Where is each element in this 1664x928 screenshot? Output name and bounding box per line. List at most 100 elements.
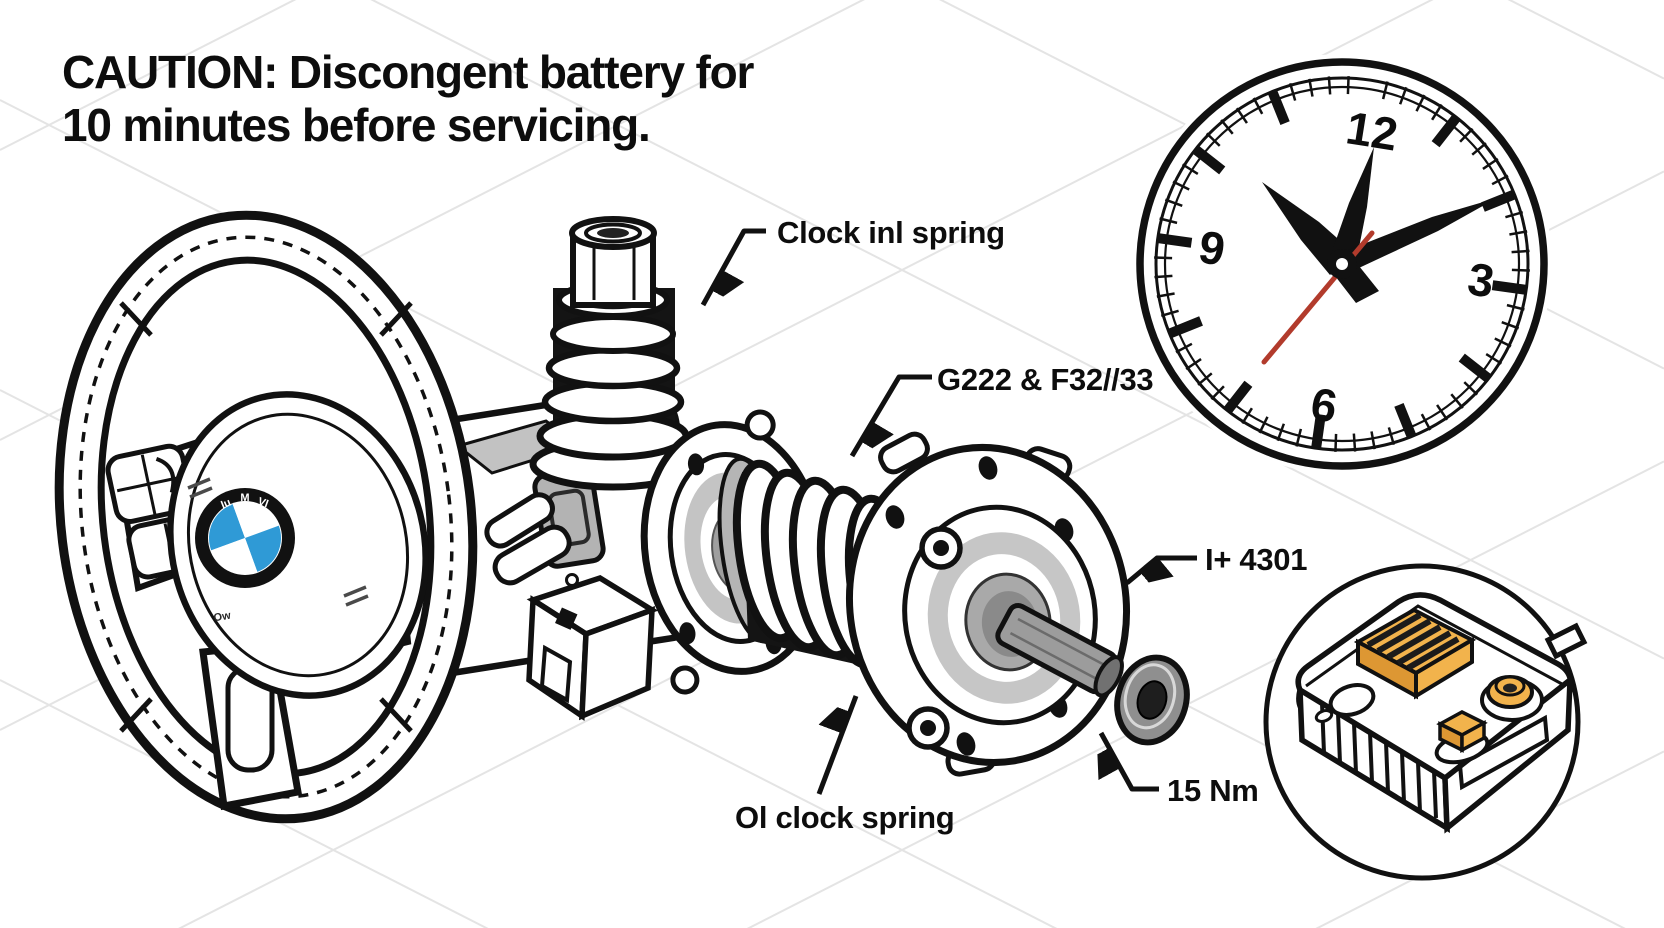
clock-minute-tick <box>1334 433 1338 452</box>
quarter-white <box>232 502 279 538</box>
rim-seam <box>119 301 153 337</box>
clock-minute-tick <box>1241 407 1253 425</box>
clock-hour-tick <box>1458 353 1493 384</box>
boot-ring <box>545 346 681 390</box>
cassette-bolt-center <box>933 540 949 556</box>
cassette-ear <box>878 431 930 475</box>
quarter-blue <box>245 525 281 572</box>
airbag-pad <box>167 391 429 699</box>
second-hand <box>1261 230 1375 365</box>
shaft-ridge <box>1009 632 1098 681</box>
cassette-shaft <box>995 603 1124 698</box>
clock-center-pin <box>1336 258 1348 270</box>
module-ribs <box>1320 702 1438 819</box>
clock-bezel-inner <box>1154 76 1530 452</box>
clock-minute-tick <box>1501 320 1520 330</box>
rim-seam <box>379 301 413 337</box>
clock-minute-tick <box>1352 433 1357 452</box>
callout-leaders <box>700 228 1197 795</box>
clock-minute-tick <box>1436 404 1449 421</box>
clock-minute-tick <box>1370 431 1376 450</box>
module-small-block <box>1436 710 1488 753</box>
extra-hand <box>1338 198 1497 274</box>
clock-ticks <box>1154 76 1530 452</box>
clock-minute-tick <box>1276 423 1286 442</box>
hour-hand <box>1262 182 1354 275</box>
leader-part-code <box>1125 555 1197 583</box>
clock-minute-tick <box>1235 107 1248 124</box>
quarter-blue <box>209 504 245 551</box>
clock-hour-tick <box>1481 189 1518 212</box>
grid-line <box>0 0 297 151</box>
grid-line <box>1315 750 1664 928</box>
callout-labels: Clock inl spring G222 & F32//33 I+ 4301 … <box>735 215 1308 835</box>
clock-minute-tick <box>1463 381 1479 396</box>
clock-minute-tick <box>1205 132 1221 147</box>
housing-rivet <box>565 573 579 587</box>
clock-hour-tick <box>1156 233 1193 248</box>
clock-minute-tick <box>1494 337 1512 348</box>
bmw-roundel: Iu M VI <box>195 488 295 588</box>
stalk-lower <box>492 524 572 586</box>
block-side <box>1460 720 1486 753</box>
clock-minute-tick <box>1252 97 1264 115</box>
clock-hour-tick <box>1222 380 1253 415</box>
clock-minute-tick <box>1185 358 1202 371</box>
label-part-code: I+ 4301 <box>1205 542 1307 577</box>
module-tab <box>1544 622 1588 660</box>
module-top-inset <box>1305 604 1563 688</box>
clock-numeral-12: 12 <box>1343 101 1402 160</box>
clock-spring-cassette <box>845 431 1190 777</box>
steering-shaft-boot <box>529 216 697 491</box>
clock-minute-tick <box>1482 157 1499 170</box>
clock-minute-tick <box>1181 163 1199 175</box>
clock-face-ring <box>1163 85 1521 443</box>
clock-minute-tick <box>1511 249 1530 254</box>
clock-minute-tick <box>1509 230 1528 236</box>
leader-top-spring <box>700 228 766 307</box>
rim-stitching <box>78 235 454 799</box>
pad-stitch-marks <box>187 477 369 607</box>
clock-minute-tick <box>1398 86 1408 105</box>
module-knob <box>1480 675 1544 722</box>
clock-hour-tick <box>1311 413 1326 450</box>
clock-minute-tick <box>1160 309 1179 318</box>
clock-hour-tick <box>1394 403 1417 440</box>
label-bottom-spring: Ol clock spring <box>735 800 954 835</box>
mounting-bracket <box>526 574 659 722</box>
clock-minute-tick <box>1511 268 1530 272</box>
quarter-white <box>211 538 258 574</box>
roundel-quarters <box>209 502 281 574</box>
caution-note: CAUTION: Discongent battery for 10 minut… <box>62 46 756 151</box>
clock-hour-tick <box>1267 88 1290 125</box>
caution-line-1: CAUTION: Discongent battery for <box>62 46 754 98</box>
caution-line-2: 10 minutes before servicing. <box>62 99 650 151</box>
clock-minute-tick <box>1420 413 1432 431</box>
flange-lug <box>670 665 700 695</box>
housing-black-stud <box>555 607 578 630</box>
module-side-inset <box>1457 714 1550 791</box>
clock-minute-tick <box>1415 94 1426 112</box>
stalk-upper <box>484 492 555 549</box>
clock-hour-tick <box>1166 316 1203 339</box>
clock-minute-tick <box>1506 303 1525 311</box>
clock-minute-tick <box>1258 416 1269 434</box>
housing-connector-inset <box>547 488 591 548</box>
clock-minute-tick <box>1381 81 1389 100</box>
boot-ring <box>550 314 676 354</box>
cassette-hole <box>885 505 905 529</box>
clock-minute-tick <box>1154 256 1173 260</box>
steering-wheel-illustration: Iu M VI Ow <box>54 210 478 824</box>
knob-bore <box>1503 683 1517 693</box>
clock-minute-tick <box>1459 127 1474 143</box>
clock-minute-tick <box>1172 180 1190 191</box>
connector-side <box>1414 636 1474 700</box>
grid-line <box>370 0 1664 660</box>
roundel-text: VI <box>256 496 270 511</box>
bracket-slot <box>539 644 573 704</box>
connector-ridges <box>1366 612 1460 671</box>
cassette-bolt-center <box>920 720 936 736</box>
clock-minute-tick <box>1491 174 1509 186</box>
cassette-hole <box>956 732 976 756</box>
